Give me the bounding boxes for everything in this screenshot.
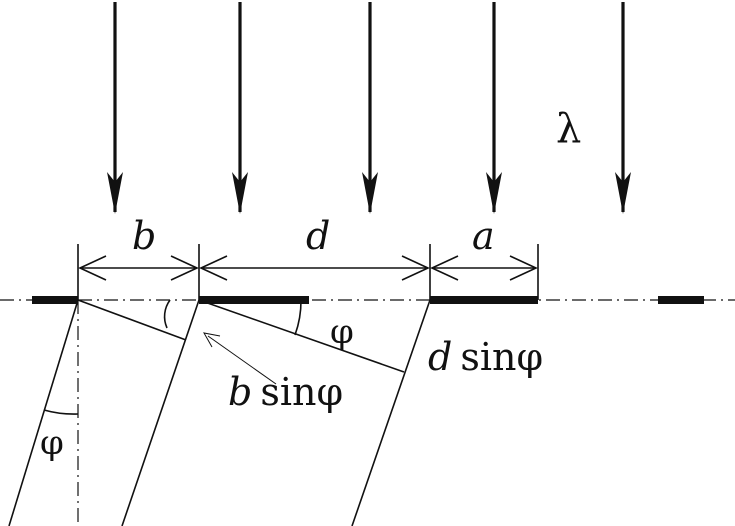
diffracted-ray-2 — [121, 299, 200, 526]
incident-beams — [107, 2, 631, 214]
dimension-a-label: a — [472, 214, 495, 258]
incident-beam-5-arrowhead — [615, 172, 631, 214]
incident-beam-2-arrowhead — [232, 172, 248, 214]
wavefront-d — [198, 299, 405, 373]
angle-arc-right — [294, 299, 302, 336]
diffracted-rays — [8, 299, 431, 526]
wavefront-b — [77, 299, 187, 341]
extension-lines — [77, 244, 539, 300]
incident-beam-4-arrowhead — [486, 172, 502, 214]
diffracted-ray-3 — [351, 299, 431, 526]
incident-beam-1-arrowhead — [107, 172, 123, 214]
phi-label-bottom: φ — [40, 423, 64, 463]
dimension-d — [199, 255, 430, 281]
dimension-d-label: d — [306, 214, 330, 258]
bsin-pointer-head — [203, 332, 221, 348]
dimension-b — [78, 255, 199, 281]
angle-arc-slit — [163, 299, 171, 329]
wavelength-label: λ — [556, 106, 581, 152]
diffracted-ray-1 — [8, 299, 79, 526]
phi-label-slit: φ — [330, 312, 354, 352]
angle-arc-bottom — [43, 409, 79, 415]
bsin-pointer-line — [207, 335, 277, 385]
dimension-a — [430, 255, 538, 281]
incident-beam-3-arrowhead — [362, 172, 378, 214]
dimension-b-label: b — [132, 214, 156, 258]
